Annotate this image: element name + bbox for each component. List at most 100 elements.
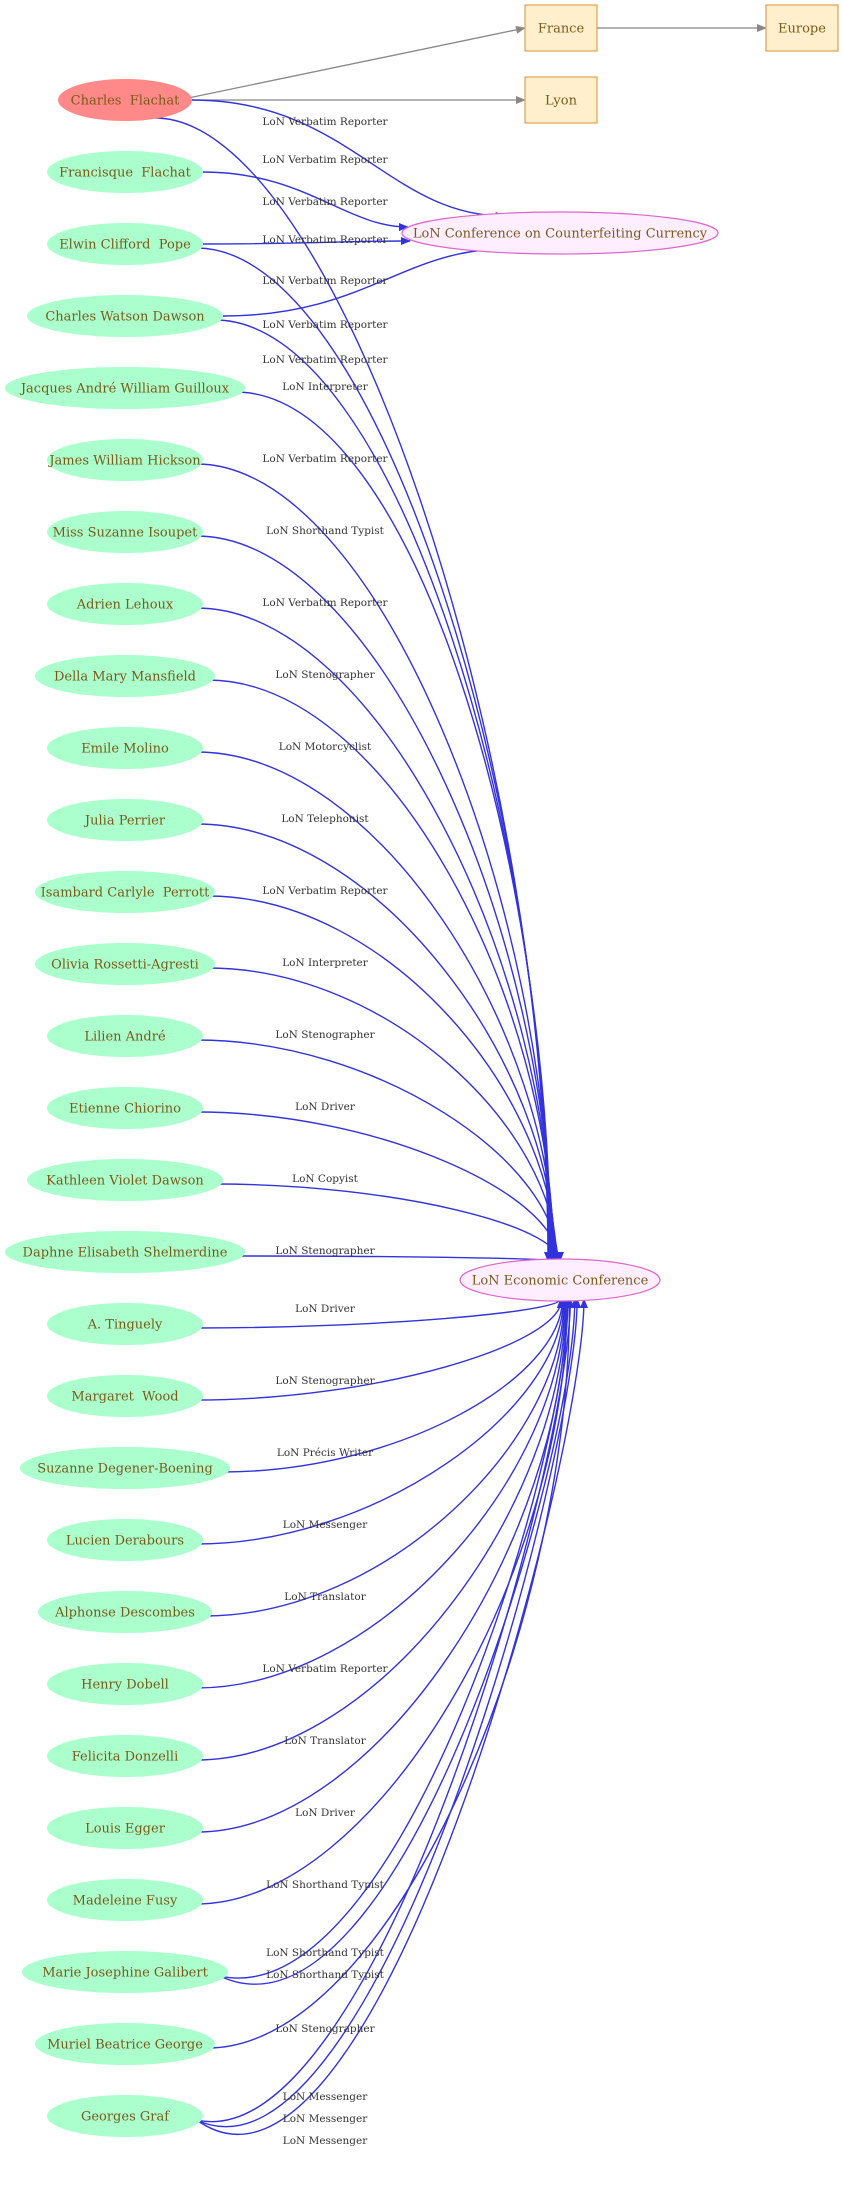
edge-label: LoN Shorthand Typist <box>266 1947 385 1959</box>
node-shape <box>524 4 598 52</box>
node-person-p27[interactable]: Muriel Beatrice George <box>35 2023 215 2065</box>
edge-p20-to-economic <box>196 1298 568 1545</box>
edge-p7-to-economic <box>196 607 557 1262</box>
node-label: Georges Graf <box>81 2110 170 2125</box>
edge-p18-to-economic <box>196 1298 566 1401</box>
edge-p28-to-economic <box>196 1298 588 2135</box>
node-label: Adrien Lehoux <box>76 598 174 613</box>
node-label: A. Tinguely <box>87 1318 163 1333</box>
node-place-france[interactable]: France <box>524 4 598 52</box>
node-shape <box>47 1807 203 1849</box>
node-label: LoN Economic Conference <box>472 1274 649 1289</box>
node-person-p1[interactable]: Francisque Flachat <box>47 151 203 193</box>
node-person-p11[interactable]: Isambard Carlyle Perrott <box>35 871 215 913</box>
edge-label: LoN Messenger <box>283 2091 368 2103</box>
node-label: Etienne Chiorino <box>69 1102 181 1117</box>
node-person-p2[interactable]: Elwin Clifford Pope <box>47 223 203 265</box>
node-person-p3[interactable]: Charles Watson Dawson <box>27 295 223 337</box>
node-label: Lucien Derabours <box>66 1534 184 1549</box>
node-shape <box>35 871 215 913</box>
node-shape <box>459 1258 661 1302</box>
node-shape <box>47 2095 203 2137</box>
node-person-p28[interactable]: Georges Graf <box>47 2095 203 2137</box>
edge-p9-to-economic <box>196 751 559 1262</box>
node-label: LoN Conference on Counterfeiting Currenc… <box>413 227 708 242</box>
node-person-p15[interactable]: Kathleen Violet Dawson <box>27 1159 223 1201</box>
node-shape <box>47 727 203 769</box>
edge-label: LoN Shorthand Typist <box>266 1879 385 1891</box>
node-person-p26[interactable]: Marie Josephine Galibert <box>22 1951 228 1993</box>
node-person-p21[interactable]: Alphonse Descombes <box>38 1591 212 1633</box>
edge-label: LoN Translator <box>284 1735 366 1747</box>
node-shape <box>58 79 192 121</box>
node-person-p4[interactable]: Jacques André William Guilloux <box>5 367 245 409</box>
node-person-p5[interactable]: James William Hickson <box>47 439 203 481</box>
edge-label: LoN Copyist <box>292 1173 359 1185</box>
node-person-p24[interactable]: Louis Egger <box>47 1807 203 1849</box>
node-person-p22[interactable]: Henry Dobell <box>47 1663 203 1705</box>
node-person-p19[interactable]: Suzanne Degener-Boening <box>20 1447 230 1489</box>
node-person-p23[interactable]: Felicita Donzelli <box>47 1735 203 1777</box>
node-shape <box>27 1159 223 1201</box>
edge-label: LoN Messenger <box>283 1519 368 1531</box>
edge-p8-to-economic <box>207 679 558 1262</box>
node-person-p25[interactable]: Madeleine Fusy <box>47 1879 203 1921</box>
node-person-p12[interactable]: Olivia Rossetti-Agresti <box>35 943 215 985</box>
node-person-p13[interactable]: Lilien André <box>47 1015 203 1057</box>
edge-label: LoN Driver <box>295 1303 356 1315</box>
node-label: Henry Dobell <box>81 1678 169 1693</box>
node-person-p0[interactable]: Charles Flachat <box>58 79 192 121</box>
node-label: Charles Flachat <box>71 94 180 109</box>
node-shape <box>20 1447 230 1489</box>
edge-label: LoN Précis Writer <box>277 1447 374 1459</box>
edge-label: LoN Motorcyclist <box>279 741 372 753</box>
node-place-lyon[interactable]: Lyon <box>524 76 598 124</box>
edge-label: LoN Stenographer <box>275 669 375 681</box>
node-event-economic[interactable]: LoN Economic Conference <box>459 1258 661 1302</box>
node-label: Olivia Rossetti-Agresti <box>51 958 199 973</box>
node-shape <box>35 655 215 697</box>
edge-p27-to-economic <box>207 1298 574 2049</box>
edge-label: LoN Stenographer <box>275 1245 375 1257</box>
edge-p26-to-economic <box>219 1298 572 1979</box>
edge-p4-to-economic <box>235 391 555 1262</box>
node-person-p7[interactable]: Adrien Lehoux <box>47 583 203 625</box>
node-person-p9[interactable]: Emile Molino <box>47 727 203 769</box>
edge-label: LoN Verbatim Reporter <box>262 196 388 208</box>
node-person-p18[interactable]: Margaret Wood <box>47 1375 203 1417</box>
edge-label: LoN Messenger <box>283 2113 368 2125</box>
node-person-p10[interactable]: Julia Perrier <box>47 799 203 841</box>
node-person-p20[interactable]: Lucien Derabours <box>47 1519 203 1561</box>
node-person-p8[interactable]: Della Mary Mansfield <box>35 655 215 697</box>
node-person-p17[interactable]: A. Tinguely <box>47 1303 203 1345</box>
edge-label: LoN Stenographer <box>275 1375 375 1387</box>
node-place-europe[interactable]: Europe <box>765 4 839 52</box>
edge-label: LoN Driver <box>295 1101 356 1113</box>
node-event-counterfeiting[interactable]: LoN Conference on Counterfeiting Currenc… <box>401 211 719 255</box>
edge-p2-to-economic <box>196 247 553 1262</box>
node-person-p14[interactable]: Etienne Chiorino <box>47 1087 203 1129</box>
edge-p11-to-economic <box>207 895 560 1262</box>
node-person-p16[interactable]: Daphne Elisabeth Shelmerdine <box>5 1231 245 1273</box>
node-shape <box>401 211 719 255</box>
edge-p28-to-economic <box>196 1298 582 2128</box>
node-shape <box>765 4 839 52</box>
node-shape <box>5 367 245 409</box>
node-shape <box>47 151 203 193</box>
edge-label: LoN Verbatim Reporter <box>262 1663 388 1675</box>
node-person-p6[interactable]: Miss Suzanne Isoupet <box>47 511 203 553</box>
edge-p23-to-economic <box>196 1298 570 1761</box>
node-label: Muriel Beatrice George <box>47 2038 203 2053</box>
node-label: Europe <box>778 22 826 37</box>
node-label: Julia Perrier <box>83 814 166 829</box>
edge-label: LoN Stenographer <box>275 1029 375 1041</box>
edge-label: LoN Verbatim Reporter <box>262 597 388 609</box>
node-label: Emile Molino <box>81 742 169 757</box>
node-shape <box>524 76 598 124</box>
edges-layer <box>155 24 767 2135</box>
edge-label: LoN Driver <box>295 1807 356 1819</box>
node-label: Margaret Wood <box>71 1390 178 1405</box>
node-shape <box>47 799 203 841</box>
edge-label: LoN Stenographer <box>275 2023 375 2035</box>
